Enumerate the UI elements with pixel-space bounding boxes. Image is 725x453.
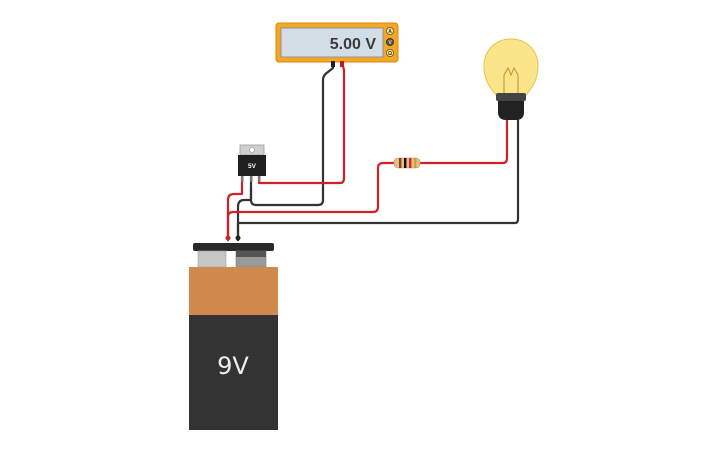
mode-label-a: A: [388, 29, 392, 35]
bulb-glass: [483, 38, 539, 96]
wire-resistor-to-bulb[interactable]: [418, 118, 509, 165]
battery-snap-cap: [193, 243, 274, 251]
multimeter-screen: [280, 27, 384, 58]
regulator-pin-out[interactable]: [258, 176, 261, 182]
regulator-pin-in[interactable]: [241, 176, 244, 182]
multimeter-reading: 5.00 V: [330, 36, 377, 53]
light-bulb[interactable]: [483, 38, 539, 120]
resistor-band-1: [399, 158, 402, 168]
wire-battery-neg-to-bulb[interactable]: [236, 118, 520, 242]
resistor-band-3: [409, 158, 412, 168]
resistor-band-2: [404, 158, 407, 168]
wires: [226, 60, 520, 242]
snap-connector-positive[interactable]: [225, 235, 231, 241]
multimeter[interactable]: 5.00 V A V Ω: [275, 22, 399, 67]
bulb-base: [498, 101, 524, 120]
battery-terminal-positive: [197, 250, 227, 268]
mode-button-ohm[interactable]: [385, 49, 394, 58]
resistor[interactable]: [393, 157, 421, 169]
mode-label-ohm: Ω: [388, 51, 392, 57]
bulb-filament: [503, 66, 519, 93]
battery-top-section: [189, 267, 278, 315]
battery-9v[interactable]: 9V: [189, 235, 278, 431]
wire-battery-neg-to-regulator-gnd[interactable]: [236, 174, 253, 242]
regulator-label: 5V: [248, 163, 257, 170]
snap-connector-negative[interactable]: [235, 235, 241, 241]
wire-regulator-gnd-to-meter-com[interactable]: [249, 60, 335, 207]
meter-terminal-v[interactable]: [340, 61, 344, 67]
wire-regulator-out-to-meter-v[interactable]: [257, 60, 346, 185]
mode-button-v[interactable]: [385, 38, 394, 47]
wire-battery-pos-to-resistor[interactable]: [226, 161, 396, 242]
regulator-tab-hole: [249, 147, 255, 153]
voltage-regulator[interactable]: 5V: [238, 144, 266, 182]
resistor-band-4: [414, 158, 417, 168]
battery-label: 9V: [217, 352, 249, 380]
battery-terminal-negative-ring: [236, 251, 266, 257]
bulb-collar: [496, 93, 526, 101]
mode-label-v: V: [388, 40, 392, 46]
battery-bottom-section: [189, 315, 278, 430]
mode-button-a[interactable]: [385, 26, 394, 35]
meter-terminal-com[interactable]: [331, 61, 335, 67]
wire-battery-pos-to-regulator-in[interactable]: [226, 174, 244, 242]
regulator-body: [238, 155, 266, 176]
regulator-pin-gnd[interactable]: [250, 176, 253, 182]
